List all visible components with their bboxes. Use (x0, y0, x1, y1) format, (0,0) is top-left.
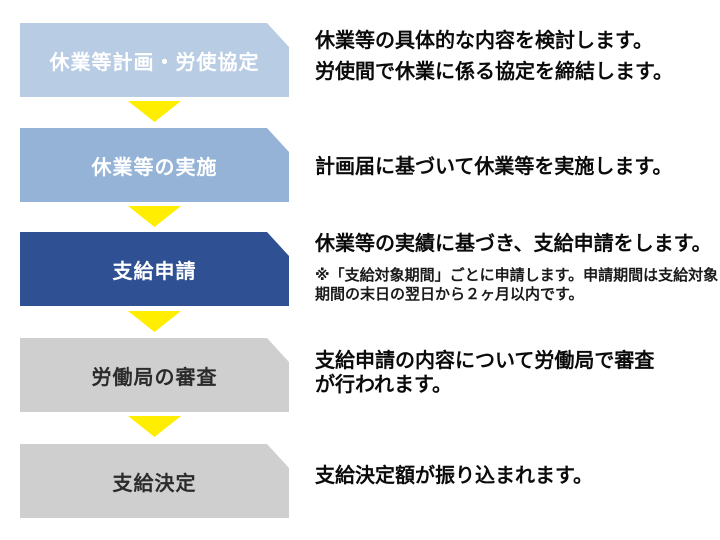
note-line: 期間の末日の翌日から２ヶ月以内です。 (315, 286, 584, 303)
step-box-review: 労働局の審査 (20, 338, 289, 412)
desc-line: 支給申請の内容について労働局で審査 (315, 350, 655, 372)
step-description-application: 休業等の実績に基づき、支給申請をします。 ※「支給対象期間」ごとに申請します。申… (315, 232, 719, 304)
step-box-decision: 支給決定 (20, 444, 289, 518)
down-arrow-1 (128, 101, 181, 122)
desc-line: 休業等の実績に基づき、支給申請をします。 (315, 233, 712, 255)
application-note: ※「支給対象期間」ごとに申請します。申請期間は支給対象 期間の末日の翌日から２ヶ… (315, 266, 719, 304)
down-arrow-2 (128, 206, 181, 227)
desc-line: 労使間で休業に係る協定を締結します。 (315, 61, 673, 83)
step-box-plan-agreement: 休業等計画・労使協定 (20, 23, 289, 97)
step-label-plan-agreement: 休業等計画・労使協定 (49, 51, 260, 74)
step-label-application: 支給申請 (112, 260, 197, 283)
desc-line: 支給決定額が振り込まれます。 (315, 465, 593, 487)
down-arrow-3 (128, 311, 181, 332)
step-box-application: 支給申請 (20, 232, 289, 306)
step-label-implementation: 休業等の実施 (91, 156, 218, 179)
desc-line: 計画届に基づいて休業等を実施します。 (315, 156, 673, 178)
step-label-decision: 支給決定 (112, 472, 197, 495)
note-line: ※「支給対象期間」ごとに申請します。申請期間は支給対象 (315, 267, 719, 284)
step-box-implementation: 休業等の実施 (20, 128, 289, 202)
desc-line: が行われます。 (315, 374, 452, 396)
down-arrow-4 (128, 416, 181, 437)
step-description-plan-agreement: 休業等の具体的な内容を検討します。 労使間で休業に係る協定を締結します。 (315, 26, 719, 88)
desc-line: 休業等の具体的な内容を検討します。 (315, 30, 653, 52)
step-label-review: 労働局の審査 (91, 366, 218, 389)
step-description-implementation: 計画届に基づいて休業等を実施します。 (315, 155, 719, 180)
step-description-review: 支給申請の内容について労働局で審査 が行われます。 (315, 349, 719, 397)
step-description-decision: 支給決定額が振り込まれます。 (315, 464, 719, 489)
